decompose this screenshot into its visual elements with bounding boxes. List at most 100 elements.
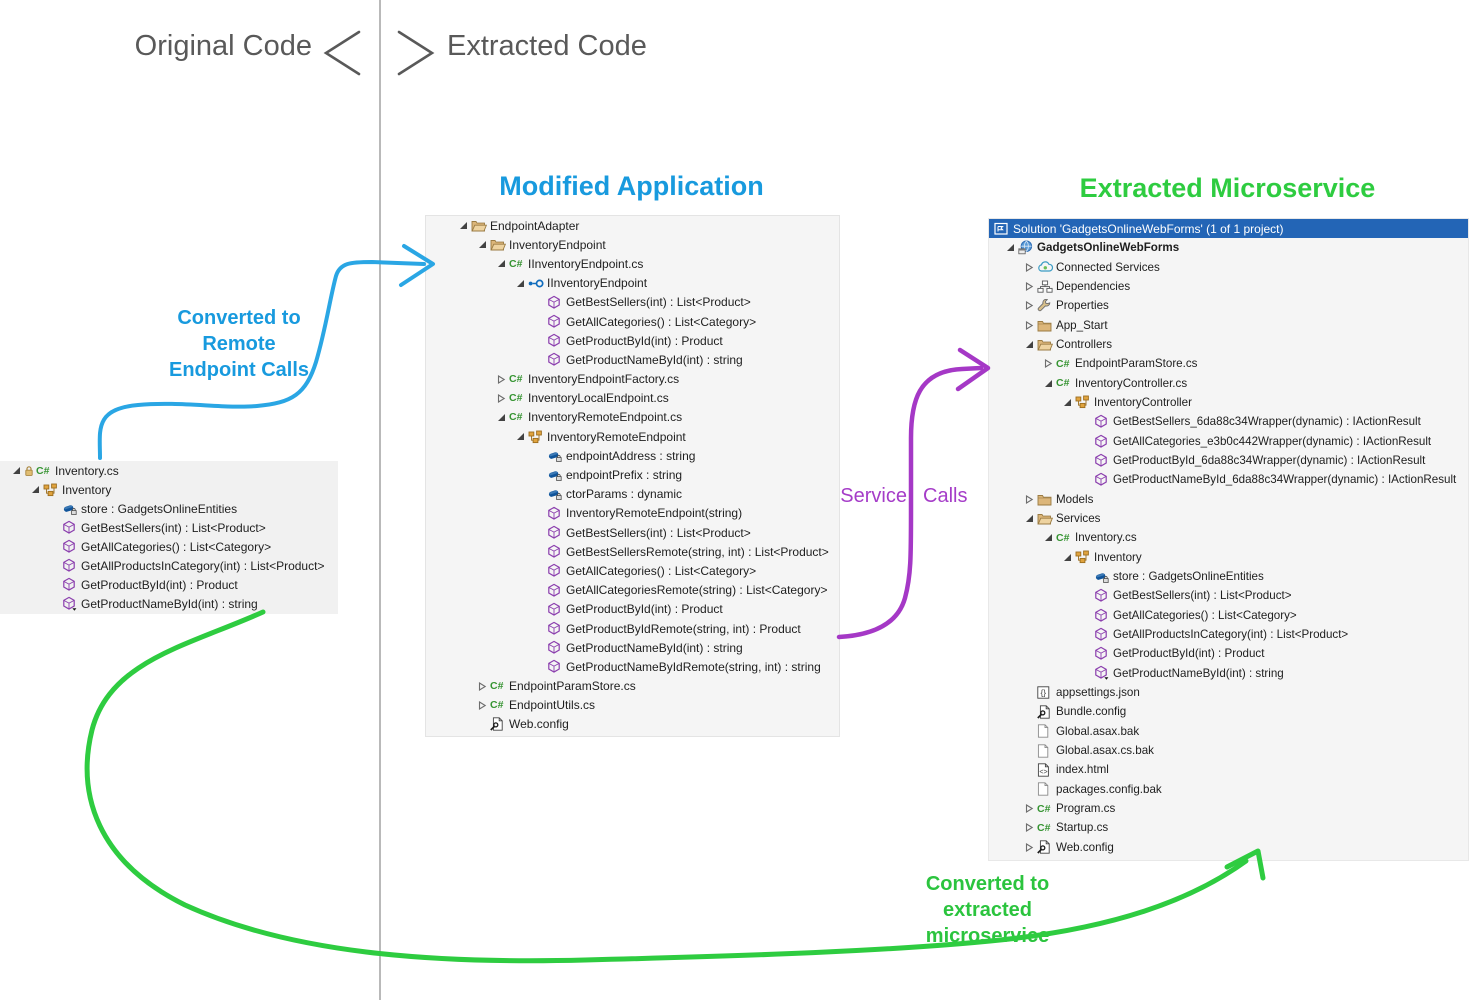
tree-row[interactable]: GetBestSellersRemote(string, int) : List… (426, 542, 839, 561)
tree-row[interactable]: GetAllCategories() : List<Category> (0, 537, 338, 556)
expand-closed-icon[interactable] (1040, 359, 1056, 369)
tree-row[interactable]: GetProductByIdRemote(string, int) : Prod… (426, 619, 839, 638)
tree-row[interactable]: packages.config.bak (989, 780, 1468, 799)
tree-row[interactable]: Bundle.config (989, 702, 1468, 721)
tree-row[interactable]: InventoryController (989, 393, 1468, 412)
tree-row[interactable]: Inventory (989, 548, 1468, 567)
tree-row[interactable]: GetProductById(int) : Product (0, 575, 338, 594)
tree-row[interactable]: C#EndpointParamStore.cs (989, 354, 1468, 373)
expand-closed-icon[interactable] (1021, 281, 1037, 291)
expand-open-icon[interactable] (1040, 379, 1056, 388)
tree-row[interactable]: GadgetsOnlineWebForms (989, 238, 1468, 257)
tree-row[interactable]: GetBestSellers(int) : List<Product> (426, 293, 839, 312)
tree-row[interactable]: {}appsettings.json (989, 683, 1468, 702)
tree-row[interactable]: C#InventoryController.cs (989, 373, 1468, 392)
tree-row[interactable]: Global.asax.cs.bak (989, 741, 1468, 760)
tree-row[interactable]: C#Startup.cs (989, 818, 1468, 837)
solution-header-row[interactable]: Solution 'GadgetsOnlineWebForms' (1 of 1… (989, 219, 1468, 238)
tree-row[interactable]: GetAllProductsInCategory(int) : List<Pro… (0, 556, 338, 575)
expand-closed-icon[interactable] (1021, 320, 1037, 330)
tree-row[interactable]: endpointPrefix : string (426, 465, 839, 484)
tree-row[interactable]: C#EndpointParamStore.cs (426, 677, 839, 696)
tree-row[interactable]: GetAllCategories() : List<Category> (989, 606, 1468, 625)
tree-row[interactable]: Inventory (0, 480, 338, 499)
tree-row[interactable]: GetProductNameById(int) : string (426, 638, 839, 657)
tree-row[interactable]: GetAllCategoriesRemote(string) : List<Ca… (426, 581, 839, 600)
tree-row[interactable]: C#Program.cs (989, 799, 1468, 818)
tree-row[interactable]: C#IInventoryEndpoint.cs (426, 254, 839, 273)
tree-row[interactable]: GetAllCategories() : List<Category> (426, 312, 839, 331)
tree-row[interactable]: GetAllProductsInCategory(int) : List<Pro… (989, 625, 1468, 644)
expand-closed-icon[interactable] (493, 374, 509, 384)
tree-row[interactable]: C#InventoryEndpointFactory.cs (426, 370, 839, 389)
tree-row[interactable]: App_Start (989, 315, 1468, 334)
tree-row[interactable]: store : GadgetsOnlineEntities (0, 499, 338, 518)
expand-closed-icon[interactable] (474, 681, 490, 691)
tree-row[interactable]: C#Inventory.cs (0, 461, 338, 480)
tree-row[interactable]: GetProductNameById(int) : string (0, 594, 338, 613)
tree-row[interactable]: IInventoryEndpoint (426, 274, 839, 293)
tree-row[interactable]: GetProductById(int) : Product (426, 331, 839, 350)
tree-row[interactable]: C#Inventory.cs (989, 528, 1468, 547)
tree-row[interactable]: Dependencies (989, 277, 1468, 296)
expand-open-icon[interactable] (1021, 514, 1037, 523)
tree-row[interactable]: GetProductNameById_6da88c34Wrapper(dynam… (989, 470, 1468, 489)
tree-row[interactable]: Properties (989, 296, 1468, 315)
expand-open-icon[interactable] (1059, 553, 1075, 562)
tree-row[interactable]: store : GadgetsOnlineEntities (989, 567, 1468, 586)
tree-row[interactable]: Models (989, 489, 1468, 508)
tree-row[interactable]: InventoryRemoteEndpoint (426, 427, 839, 446)
expand-open-icon[interactable] (512, 432, 528, 441)
expand-open-icon[interactable] (27, 485, 43, 494)
expand-open-icon[interactable] (1002, 243, 1018, 252)
tree-row[interactable]: GetBestSellers(int) : List<Product> (426, 523, 839, 542)
expand-open-icon[interactable] (493, 413, 509, 422)
expand-closed-icon[interactable] (1021, 842, 1037, 852)
expand-closed-icon[interactable] (1021, 494, 1037, 504)
tree-row[interactable]: Services (989, 509, 1468, 528)
tree-row[interactable]: GetProductNameById(int) : string (989, 664, 1468, 683)
config-icon (1037, 705, 1054, 719)
tree-row[interactable]: C#InventoryRemoteEndpoint.cs (426, 408, 839, 427)
tree-row[interactable]: GetProductNameById(int) : string (426, 350, 839, 369)
tree-row[interactable]: GetProductNameByIdRemote(string, int) : … (426, 657, 839, 676)
tree-row[interactable]: Global.asax.bak (989, 722, 1468, 741)
tree-row[interactable]: Web.config (989, 838, 1468, 857)
expand-closed-icon[interactable] (1021, 804, 1037, 814)
expand-open-icon[interactable] (512, 279, 528, 288)
tree-row[interactable]: C#EndpointUtils.cs (426, 696, 839, 715)
tree-row[interactable]: InventoryEndpoint (426, 235, 839, 254)
expand-open-icon[interactable] (493, 259, 509, 268)
expand-open-icon[interactable] (1021, 340, 1037, 349)
expand-closed-icon[interactable] (474, 700, 490, 710)
expand-closed-icon[interactable] (1021, 301, 1037, 311)
expand-open-icon[interactable] (1059, 398, 1075, 407)
tree-row[interactable]: GetAllCategories() : List<Category> (426, 561, 839, 580)
tree-row[interactable]: Connected Services (989, 257, 1468, 276)
tree-row[interactable]: ctorParams : dynamic (426, 485, 839, 504)
expand-open-icon[interactable] (455, 221, 471, 230)
tree-item-label: store : GadgetsOnlineEntities (1113, 570, 1264, 584)
expand-open-icon[interactable] (474, 240, 490, 249)
tree-row[interactable]: Controllers (989, 335, 1468, 354)
tree-row[interactable]: GetProductById(int) : Product (989, 644, 1468, 663)
expand-open-icon[interactable] (8, 466, 24, 475)
method-private-icon (1094, 665, 1111, 681)
tree-row[interactable]: <>index.html (989, 760, 1468, 779)
tree-row[interactable]: GetBestSellers(int) : List<Product> (989, 586, 1468, 605)
tree-row[interactable]: GetBestSellers(int) : List<Product> (0, 518, 338, 537)
tree-row[interactable]: InventoryRemoteEndpoint(string) (426, 504, 839, 523)
tree-row[interactable]: C#InventoryLocalEndpoint.cs (426, 389, 839, 408)
tree-row[interactable]: Web.config (426, 715, 839, 734)
expand-open-icon[interactable] (1040, 533, 1056, 542)
expand-closed-icon[interactable] (1021, 823, 1037, 833)
expand-closed-icon[interactable] (1021, 262, 1037, 272)
expand-closed-icon[interactable] (493, 393, 509, 403)
tree-row[interactable]: GetProductById_6da88c34Wrapper(dynamic) … (989, 451, 1468, 470)
tree-row[interactable]: GetBestSellers_6da88c34Wrapper(dynamic) … (989, 412, 1468, 431)
tree-row[interactable]: endpointAddress : string (426, 446, 839, 465)
tree-row[interactable]: GetAllCategories_e3b0c442Wrapper(dynamic… (989, 431, 1468, 450)
tree-row[interactable]: EndpointAdapter (426, 216, 839, 235)
method-icon (547, 352, 564, 367)
tree-row[interactable]: GetProductById(int) : Product (426, 600, 839, 619)
